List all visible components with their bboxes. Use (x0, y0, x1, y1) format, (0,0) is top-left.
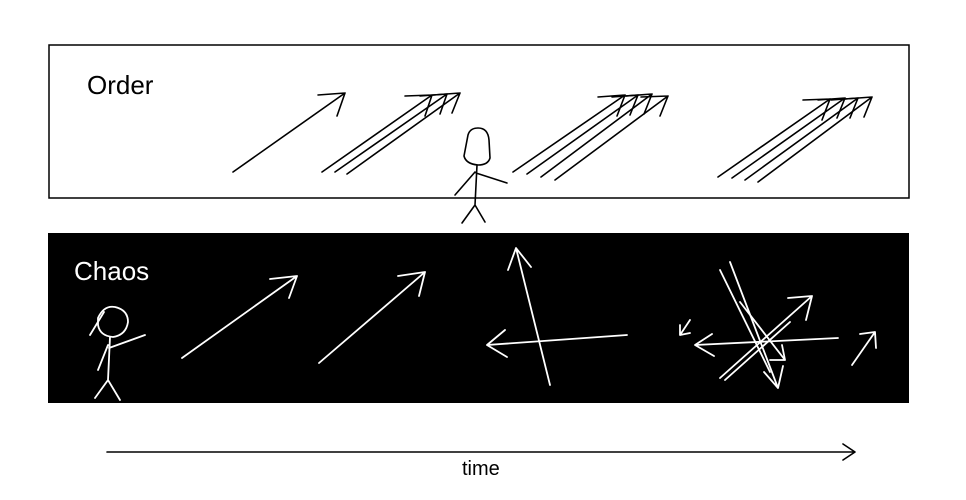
chaos-arrow-tangle (679, 261, 877, 389)
order-arrow-group-3 (512, 93, 669, 181)
chaos-arrow-2 (318, 271, 426, 364)
order-panel (48, 44, 910, 199)
order-arrow-group-2 (321, 92, 461, 175)
chaos-arrow-3 (486, 247, 628, 386)
order-arrow-group-4 (717, 96, 873, 183)
order-arrow-group-1 (232, 92, 346, 173)
time-axis-arrow (106, 443, 856, 461)
order-label: Order (87, 70, 154, 100)
time-axis-label: time (462, 458, 500, 480)
chaos-arrow-1 (181, 275, 298, 359)
stick-figure-order (454, 127, 508, 224)
stick-figure-chaos (89, 305, 146, 401)
chaos-label: Chaos (74, 256, 150, 286)
